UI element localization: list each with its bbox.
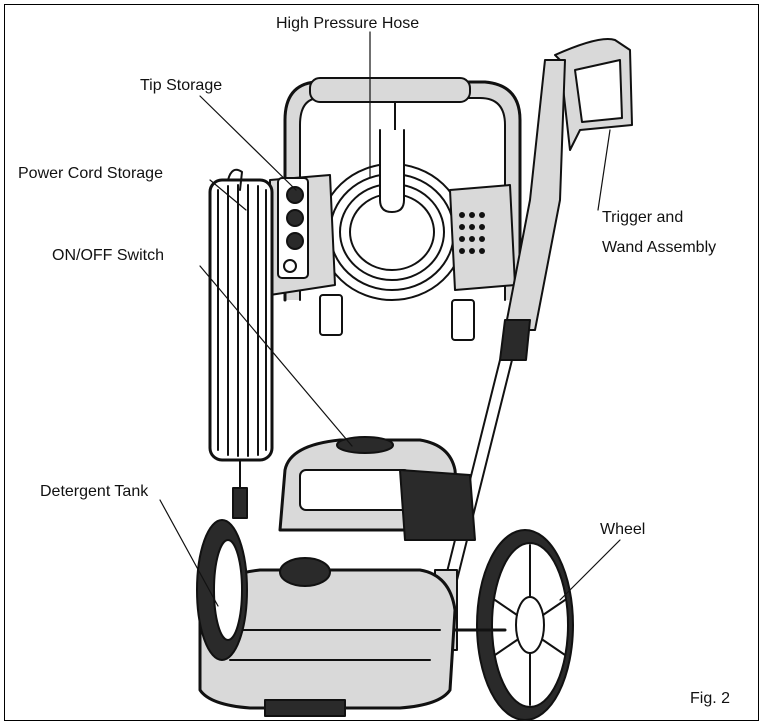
leader-power-cord-storage (209, 179, 247, 211)
leader-detergent-tank (159, 499, 219, 607)
label-on-off-switch: ON/OFF Switch (52, 247, 165, 264)
label-power-cord-storage: Power Cord Storage (18, 165, 163, 182)
label-detergent-tank: Detergent Tank (40, 483, 149, 500)
label-wheel: Wheel (600, 521, 646, 538)
label-trigger-wand-line2: Wand Assembly (602, 239, 717, 256)
leader-wheel (559, 539, 621, 601)
motor-housing (278, 436, 476, 541)
trigger-wand (434, 38, 633, 651)
label-tip-storage: Tip Storage (140, 77, 223, 94)
hose-bracket-right (449, 184, 516, 291)
leader-trigger-wand (597, 129, 611, 211)
leader-tip-storage (199, 95, 297, 191)
left-wheel (196, 519, 248, 661)
label-trigger-wand-line1: Trigger and (602, 209, 684, 226)
tip-storage (277, 177, 309, 279)
right-wheel (476, 529, 574, 721)
figure-caption: Fig. 2 (690, 690, 731, 707)
label-high-pressure-hose: High Pressure Hose (276, 15, 420, 32)
leader-lines (159, 31, 621, 607)
leader-on-off-switch (199, 265, 353, 447)
power-cord (208, 168, 274, 519)
figure-frame (4, 4, 759, 721)
